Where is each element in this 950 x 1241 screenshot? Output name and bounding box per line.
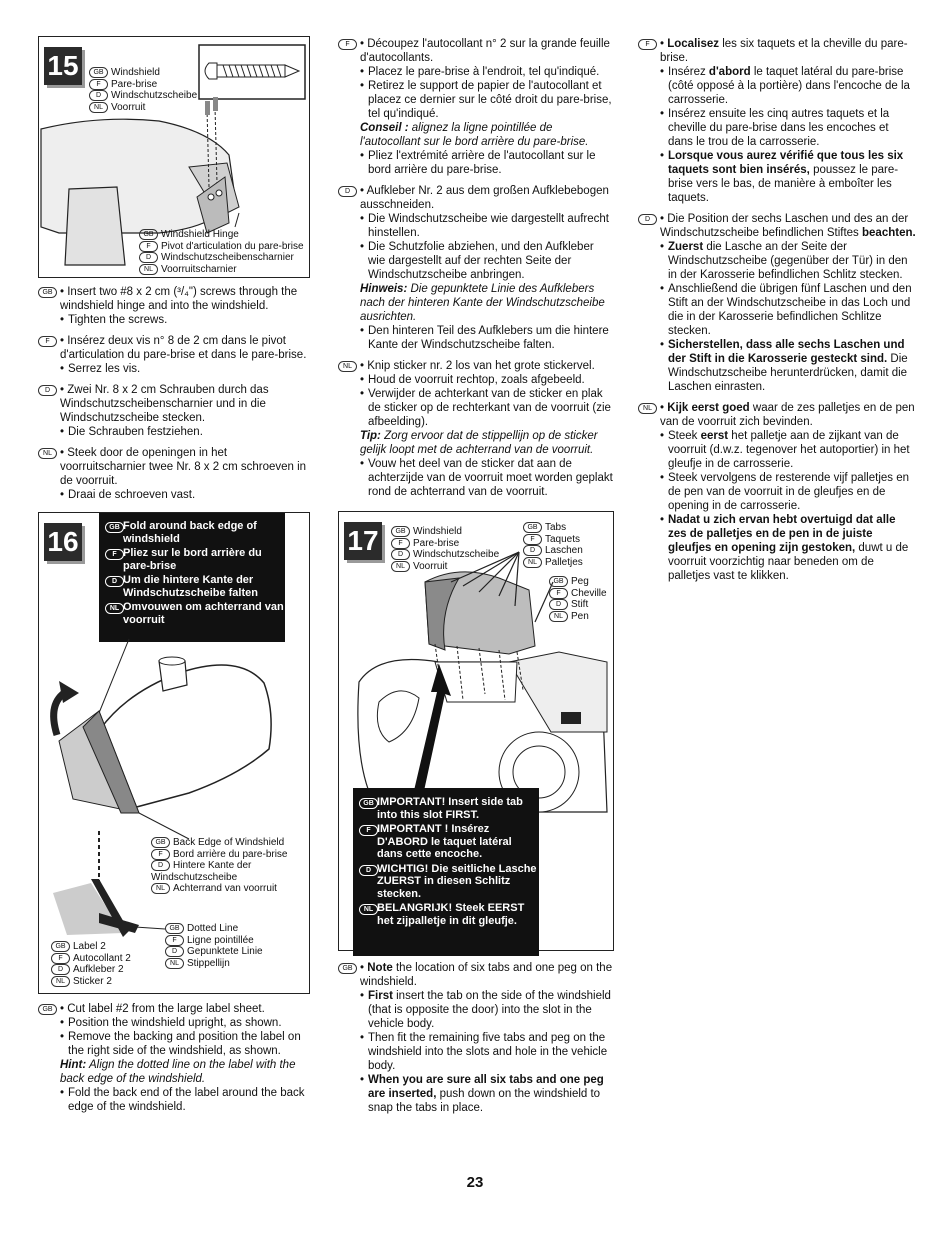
language-badge: F [638, 39, 657, 50]
fold-label-illustration [50, 638, 272, 937]
language-badge: D [549, 599, 568, 610]
language-badge: GB [51, 941, 70, 952]
language-badge: D [165, 946, 184, 957]
language-badge: NL [139, 263, 158, 275]
step17-instruction-gb: GB• Note the location of six tabs and on… [338, 961, 614, 1115]
step16-instruction-d: D• Aufkleber Nr. 2 aus dem großen Aufkle… [338, 184, 614, 352]
language-badge: GB [38, 1004, 57, 1015]
language-badge: NL [165, 957, 184, 969]
language-badge: NL [523, 556, 542, 568]
language-badge: GB [549, 576, 568, 587]
step-number: 16 [44, 523, 82, 561]
language-badge: F [165, 934, 184, 946]
language-badge: F [151, 848, 170, 860]
language-badge: GB [105, 522, 124, 533]
step17-figure: 17 [338, 511, 614, 956]
step15-figure: 15 [38, 36, 310, 278]
language-badge: GB [359, 798, 378, 809]
language-badge: GB [89, 67, 108, 78]
language-badge: D [139, 252, 158, 263]
language-badge: D [391, 549, 410, 560]
language-badge: NL [151, 883, 170, 894]
step16-instruction-gb: GB• Cut label #2 from the large label sh… [38, 1002, 310, 1114]
step16-instruction-nl: NL• Knip sticker nr. 2 los van het grote… [338, 359, 614, 499]
language-badge: NL [38, 448, 57, 459]
language-badge: GB [391, 526, 410, 537]
step15-instructions: GB• Insert two #8 x 2 cm (³/₄") screws t… [38, 285, 310, 502]
windshield-install-illustration [357, 551, 608, 814]
language-badge: F [549, 587, 568, 599]
language-badge: GB [151, 837, 170, 848]
language-badge: F [139, 240, 158, 252]
language-badge: NL [338, 361, 357, 372]
language-badge: F [359, 825, 378, 836]
language-badge: F [105, 549, 124, 560]
language-badge: D [105, 576, 124, 587]
step-number: 17 [344, 522, 382, 560]
language-badge: F [523, 533, 542, 545]
windshield-hinge-illustration [40, 44, 306, 266]
step17-instruction-nl: NL• Kijk eerst goed waar de zes palletje… [638, 401, 916, 583]
language-badge: D [89, 90, 108, 101]
language-badge: D [151, 860, 170, 871]
language-badge: GB [338, 963, 357, 974]
language-badge: GB [139, 229, 158, 240]
instruction-block-d: D• Zwei Nr. 8 x 2 cm Schrauben durch das… [38, 383, 310, 439]
language-badge: F [51, 952, 70, 964]
language-badge: D [338, 186, 357, 197]
language-badge: NL [391, 560, 410, 572]
language-badge: NL [89, 101, 108, 113]
language-badge: F [89, 78, 108, 90]
step-number: 15 [44, 47, 82, 85]
column-right: F• Localisez les six taquets et la chevi… [638, 33, 916, 583]
language-badge: F [391, 537, 410, 549]
language-badge: D [523, 545, 542, 556]
column-middle: F• Découpez l'autocollant n° 2 sur la gr… [338, 33, 614, 1115]
step16-instruction-f: F• Découpez l'autocollant n° 2 sur la gr… [338, 37, 614, 177]
page-number: 23 [466, 1174, 484, 1191]
instruction-block-f: F• Insérez deux vis n° 8 de 2 cm dans le… [38, 334, 310, 376]
language-badge: NL [549, 610, 568, 622]
language-badge: NL [51, 975, 70, 987]
language-badge: GB [38, 287, 57, 298]
column-left: 15 [38, 36, 310, 1114]
language-badge: D [638, 214, 657, 225]
language-badge: D [359, 864, 378, 876]
language-badge: D [38, 385, 57, 396]
instruction-block-nl: NL• Steek door de openingen in het voorr… [38, 446, 310, 502]
step17-instruction-f: F• Localisez les six taquets et la chevi… [638, 37, 916, 205]
step17-instruction-d: D• Die Position der sechs Laschen und de… [638, 212, 916, 394]
language-badge: F [38, 336, 57, 347]
language-badge: NL [105, 603, 124, 614]
language-badge: GB [165, 923, 184, 934]
language-badge: NL [359, 904, 378, 915]
instruction-block-gb: GB• Insert two #8 x 2 cm (³/₄") screws t… [38, 285, 310, 327]
language-badge: NL [638, 403, 657, 414]
language-badge: D [51, 964, 70, 975]
language-badge: GB [523, 522, 542, 533]
language-badge: F [338, 39, 357, 50]
